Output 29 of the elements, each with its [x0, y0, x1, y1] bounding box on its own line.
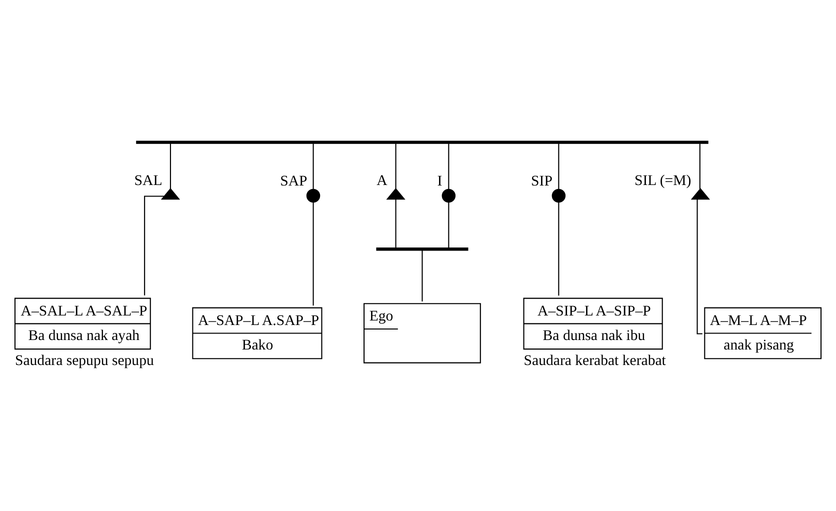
connector — [448, 143, 450, 189]
connector — [558, 143, 560, 189]
connector — [395, 198, 396, 247]
node-label: Saudara sepupu sepupu — [14, 352, 154, 369]
connector — [312, 143, 314, 189]
node-circle — [306, 188, 320, 202]
node-label: Saudara kerabat kerabat — [524, 352, 666, 369]
connector — [312, 202, 314, 306]
connector — [558, 202, 560, 296]
node-label: I — [437, 172, 442, 189]
connector — [422, 250, 423, 301]
node-circle — [442, 188, 456, 202]
node-label: SIP — [531, 172, 552, 189]
node-bar — [136, 140, 708, 144]
node-label: SAL — [134, 172, 162, 188]
connector — [144, 195, 164, 295]
node-label: A — [376, 172, 388, 188]
node-label: SAP — [280, 172, 308, 189]
connector — [170, 143, 171, 188]
node-triangle — [386, 188, 406, 200]
node-bar — [376, 247, 468, 250]
node-label: SIL (=M) — [634, 172, 692, 188]
node-triangle — [690, 188, 710, 200]
connector — [448, 202, 450, 248]
node-triangle — [160, 188, 180, 200]
node-circle — [552, 188, 566, 202]
connector — [395, 143, 396, 188]
connector — [696, 198, 702, 334]
connector — [699, 143, 700, 189]
